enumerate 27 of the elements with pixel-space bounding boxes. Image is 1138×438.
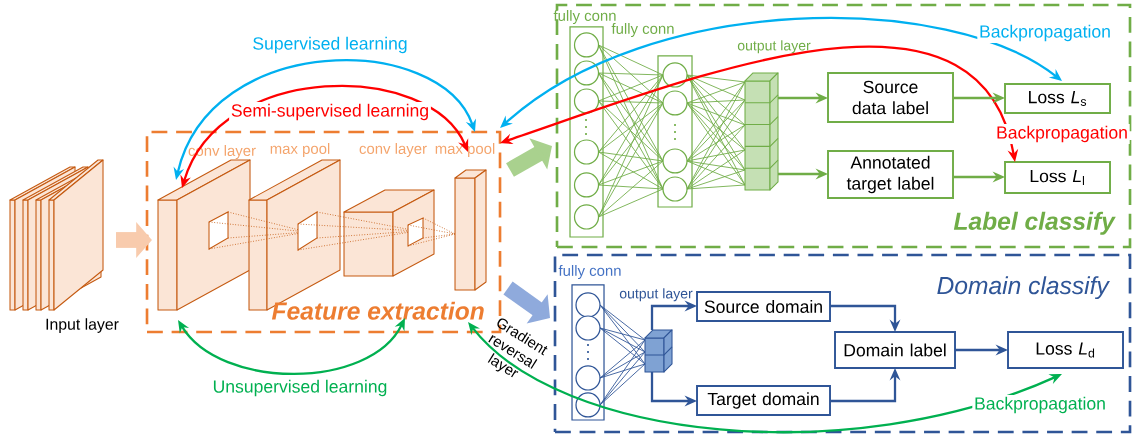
layer-label: fully conn — [553, 10, 616, 24]
edge-label: Backpropagation — [994, 124, 1130, 144]
label-box: Loss L$_{l}$ — [1004, 161, 1111, 194]
edge-label: Supervised learning — [250, 35, 410, 55]
label-box: Loss L$_{d}$ — [1007, 331, 1124, 369]
label-box: Source domain — [696, 291, 831, 322]
layer-label: max pool — [435, 143, 495, 157]
label-box: Source data label — [827, 72, 954, 123]
node-label: output layer — [619, 288, 693, 302]
layer-label: conv layer — [359, 143, 427, 157]
node-label: Input layer — [46, 318, 119, 333]
output-layer-cube: output layer — [737, 40, 811, 191]
edge-label: Unsupervised learning — [210, 378, 390, 398]
node-label: output layer — [737, 40, 811, 54]
layer-label: max pool — [270, 143, 330, 157]
label-box: Target domain — [696, 385, 831, 416]
label-box: Annotated target label — [827, 150, 954, 199]
label-box: Loss L$_{s}$ — [1004, 83, 1111, 114]
input-layer-drawing — [9, 159, 104, 311]
edge-label: Semi-supervised learning — [229, 102, 431, 122]
layer-label: fully conn — [611, 23, 674, 37]
output-layer-cube: output layer — [619, 288, 693, 373]
block-arrow — [506, 138, 552, 177]
layer-label: fully conn — [558, 265, 621, 279]
label-box: Domain label — [834, 331, 956, 369]
edge-label: Backpropagation — [972, 395, 1108, 415]
edge-label: Backpropagation — [977, 23, 1113, 43]
